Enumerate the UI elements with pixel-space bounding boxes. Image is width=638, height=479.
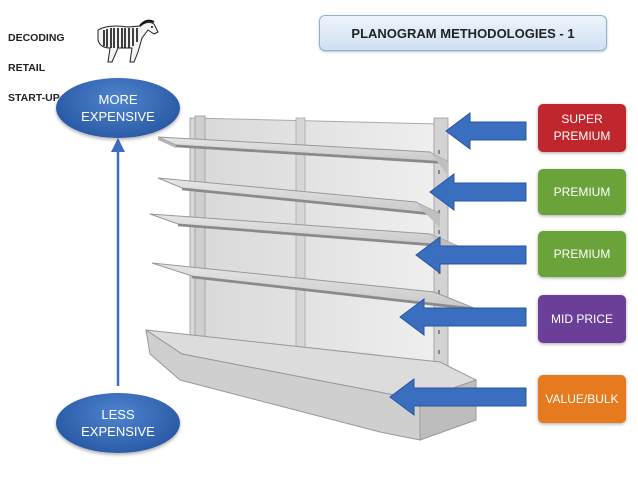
brand-line-1: DECODING bbox=[8, 32, 65, 44]
brand-name: DECODING RETAIL START-UP bbox=[8, 16, 108, 121]
tier-premium-1-label: PREMIUM bbox=[553, 184, 611, 199]
tier-premium-1: PREMIUM bbox=[538, 169, 626, 215]
pointer-arrow-premium-2 bbox=[415, 236, 527, 274]
more-expensive-line-2: EXPENSIVE bbox=[81, 109, 155, 124]
brand-line-2: RETAIL bbox=[8, 62, 46, 74]
tier-mid-price-label: MID PRICE bbox=[550, 311, 613, 326]
page-title: PLANOGRAM METHODOLOGIES - 1 bbox=[319, 15, 607, 51]
less-expensive-line-1: LESS bbox=[101, 407, 135, 422]
tier-super-premium-line-2: PREMIUM bbox=[553, 129, 611, 143]
pointer-arrow-super-premium bbox=[445, 112, 527, 150]
more-expensive-line-1: MORE bbox=[98, 92, 138, 107]
more-expensive-label: MORE EXPENSIVE bbox=[56, 78, 180, 138]
brand-line-3: START-UP bbox=[8, 92, 60, 104]
tier-value-bulk: VALUE/BULK bbox=[538, 375, 626, 423]
less-expensive-line-2: EXPENSIVE bbox=[81, 424, 155, 439]
pointer-arrow-premium-1 bbox=[429, 173, 527, 211]
tier-premium-2-label: PREMIUM bbox=[553, 246, 611, 261]
price-scale-arrow bbox=[111, 138, 125, 386]
zebra-barcode-icon bbox=[97, 19, 159, 63]
tier-mid-price: MID PRICE bbox=[538, 295, 626, 343]
tier-super-premium: SUPER PREMIUM bbox=[538, 104, 626, 152]
pointer-arrow-mid-price bbox=[399, 298, 527, 336]
tier-value-bulk-label: VALUE/BULK bbox=[545, 391, 619, 406]
tier-premium-2: PREMIUM bbox=[538, 231, 626, 277]
pointer-arrow-value-bulk bbox=[389, 378, 527, 416]
tier-super-premium-line-1: SUPER bbox=[561, 112, 603, 126]
less-expensive-label: LESS EXPENSIVE bbox=[56, 393, 180, 453]
gondola-shelf-image bbox=[145, 115, 478, 441]
